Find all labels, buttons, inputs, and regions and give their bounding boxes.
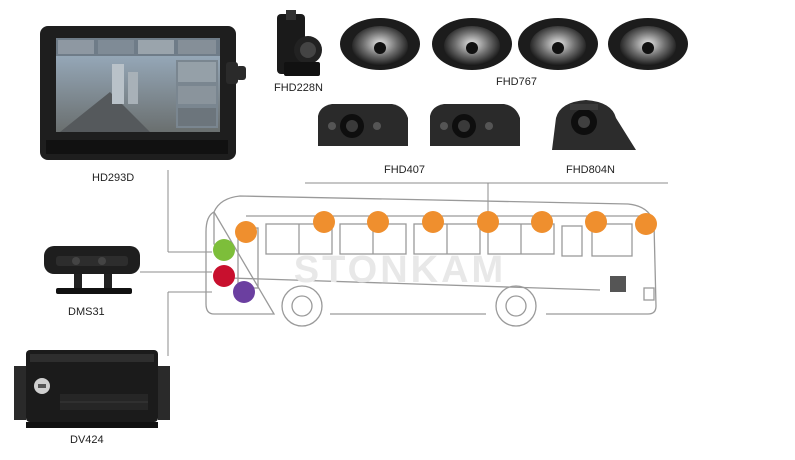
dms-dot-red — [213, 265, 235, 287]
camera-fhd767-group — [340, 18, 688, 70]
label-dv424: DV424 — [70, 434, 104, 446]
bus-diagram — [205, 195, 657, 327]
camera-dot-orange — [422, 211, 444, 233]
camera-fhd228n — [277, 10, 322, 76]
dome-camera — [518, 18, 598, 70]
dome-camera — [608, 18, 688, 70]
dome-camera — [432, 18, 512, 70]
label-fhd407: FHD407 — [384, 164, 425, 176]
dv424-device — [14, 350, 170, 428]
dms31-device — [44, 246, 140, 294]
camera-position-dots — [213, 211, 657, 303]
bus-rear-box — [610, 276, 626, 292]
label-fhd767: FHD767 — [496, 76, 537, 88]
monitor-hd293d — [40, 26, 246, 160]
camera-fhd407-group — [318, 104, 520, 146]
camera-dot-orange — [367, 211, 389, 233]
camera-dot-orange — [235, 221, 257, 243]
watermark-stonkam: STONKAM — [294, 249, 506, 291]
connection-lines — [140, 170, 668, 356]
bus-camera — [430, 104, 520, 146]
camera-fhd804n — [552, 100, 636, 150]
label-fhd804n: FHD804N — [566, 164, 615, 176]
camera-dot-orange — [531, 211, 553, 233]
label-hd293d: HD293D — [92, 172, 135, 184]
bus-camera — [318, 104, 408, 146]
camera-dot-orange — [477, 211, 499, 233]
camera-dot-orange — [585, 211, 607, 233]
dvr-dot-purple — [233, 281, 255, 303]
label-fhd228n: FHD228N — [274, 82, 323, 94]
camera-dot-orange — [313, 211, 335, 233]
monitor-dot-green — [213, 239, 235, 261]
camera-dot-orange — [635, 213, 657, 235]
label-dms31: DMS31 — [68, 306, 105, 318]
dome-camera — [340, 18, 420, 70]
